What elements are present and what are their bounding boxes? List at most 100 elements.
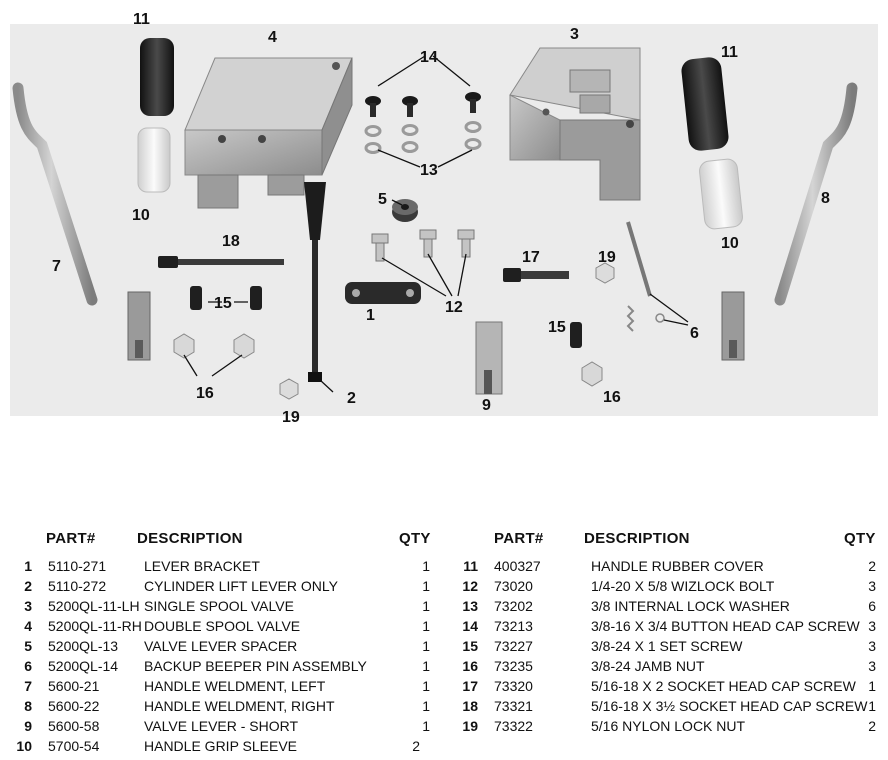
cell-qty: 6	[868, 598, 876, 614]
cell-num: 1	[24, 558, 32, 574]
cell-description: CYLINDER LIFT LEVER ONLY	[144, 578, 338, 594]
callout-11-right: 11	[721, 44, 738, 61]
callout-6: 6	[690, 325, 699, 342]
callout-14: 14	[420, 49, 438, 66]
cell-description: HANDLE GRIP SLEEVE	[144, 738, 298, 754]
cell-num: 16	[462, 658, 478, 674]
cell-qty: 1	[422, 638, 430, 654]
set-screw-right	[570, 322, 582, 348]
cell-part: 5600-58	[48, 718, 100, 734]
handle-weldment-left	[12, 82, 151, 361]
cell-description: LEVER BRACKET	[144, 558, 260, 574]
cell-part: 5200QL-11-LH	[48, 598, 140, 614]
cell-num: 7	[24, 678, 32, 694]
cell-num: 12	[462, 578, 478, 594]
backup-beeper-pin-assembly	[626, 221, 665, 332]
callout-4: 4	[268, 29, 277, 46]
cell-qty: 2	[412, 738, 420, 754]
cell-num: 10	[16, 738, 32, 754]
callout-15-right: 15	[548, 319, 566, 336]
cell-qty: 1	[422, 618, 430, 634]
cell-part: 400327	[494, 558, 541, 574]
header-qty: QTY	[399, 530, 431, 547]
handle-grip-sleeve-right	[699, 158, 743, 230]
header-part: PART#	[494, 530, 544, 547]
cell-description: 5/16-18 X 3½ SOCKET HEAD CAP SCREW	[591, 698, 868, 714]
cell-part: 73202	[494, 598, 533, 614]
callout-1: 1	[366, 307, 375, 324]
handle-rubber-cover-right	[681, 57, 729, 151]
valve-lever-spacer	[392, 199, 418, 222]
callout-13: 13	[420, 162, 438, 179]
cylinder-lift-lever	[304, 182, 326, 382]
cell-num: 5	[24, 638, 32, 654]
cell-part: 5200QL-14	[48, 658, 119, 674]
cell-description: 5/16-18 X 2 SOCKET HEAD CAP SCREW	[591, 678, 856, 694]
cell-qty: 1	[422, 678, 430, 694]
cell-part: 73020	[494, 578, 533, 594]
cell-qty: 1	[422, 578, 430, 594]
cell-part: 5110-272	[48, 578, 107, 594]
cell-qty: 1	[868, 678, 876, 694]
callout-19-right: 19	[598, 249, 616, 266]
cell-num: 19	[462, 718, 478, 734]
cell-part: 73227	[494, 638, 533, 654]
cell-description: HANDLE WELDMENT, RIGHT	[144, 698, 335, 714]
callout-5: 5	[378, 191, 387, 208]
socket-head-cap-screw-short	[503, 268, 569, 282]
table-row: 17 73320 5/16-18 X 2 SOCKET HEAD CAP SCREW…	[452, 676, 888, 696]
callout-11-left: 11	[133, 11, 150, 28]
set-screws-left	[190, 286, 262, 310]
cell-num: 17	[462, 678, 478, 694]
cell-num: 4	[24, 618, 32, 634]
header-description: DESCRIPTION	[137, 530, 243, 547]
socket-head-cap-screw-long	[158, 256, 284, 268]
callout-18: 18	[222, 233, 240, 250]
callout-16-right: 16	[603, 389, 621, 406]
cell-num: 15	[462, 638, 478, 654]
callout-3: 3	[570, 26, 579, 43]
cell-part: 73322	[494, 718, 533, 734]
cell-num: 18	[462, 698, 478, 714]
single-spool-valve	[509, 47, 641, 201]
callout-10-left: 10	[132, 207, 150, 224]
exploded-parts-diagram: 1 2 3 4 5 6 7 8 9 10 10 11 11 12 13 14 1…	[10, 11, 878, 426]
cell-part: 5600-21	[48, 678, 100, 694]
header-description: DESCRIPTION	[584, 530, 690, 547]
cell-description: BACKUP BEEPER PIN ASSEMBLY	[144, 658, 367, 674]
callout-17: 17	[522, 249, 540, 266]
callout-19-left: 19	[282, 409, 300, 426]
cell-qty: 1	[422, 558, 430, 574]
cell-part: 73320	[494, 678, 533, 694]
cell-description: 5/16 NYLON LOCK NUT	[591, 718, 746, 734]
cell-description: HANDLE RUBBER COVER	[591, 558, 764, 574]
cell-part: 5200QL-11-RH	[48, 618, 142, 634]
double-spool-valve	[184, 57, 353, 209]
cell-description: 3/8 INTERNAL LOCK WASHER	[591, 598, 790, 614]
cell-part: 5600-22	[48, 698, 100, 714]
cell-qty: 1	[422, 598, 430, 614]
cell-description: SINGLE SPOOL VALVE	[144, 598, 294, 614]
jamb-nuts	[173, 333, 603, 387]
cell-num: 9	[24, 718, 32, 734]
cell-qty: 3	[868, 638, 876, 654]
cell-qty: 3	[868, 618, 876, 634]
nylon-lock-nuts	[279, 262, 615, 400]
callout-10-right: 10	[721, 235, 739, 252]
callout-7: 7	[52, 258, 61, 275]
cell-description: DOUBLE SPOOL VALVE	[144, 618, 301, 634]
cell-part: 5200QL-13	[48, 638, 119, 654]
cell-num: 8	[24, 698, 32, 714]
cell-qty: 3	[868, 578, 876, 594]
